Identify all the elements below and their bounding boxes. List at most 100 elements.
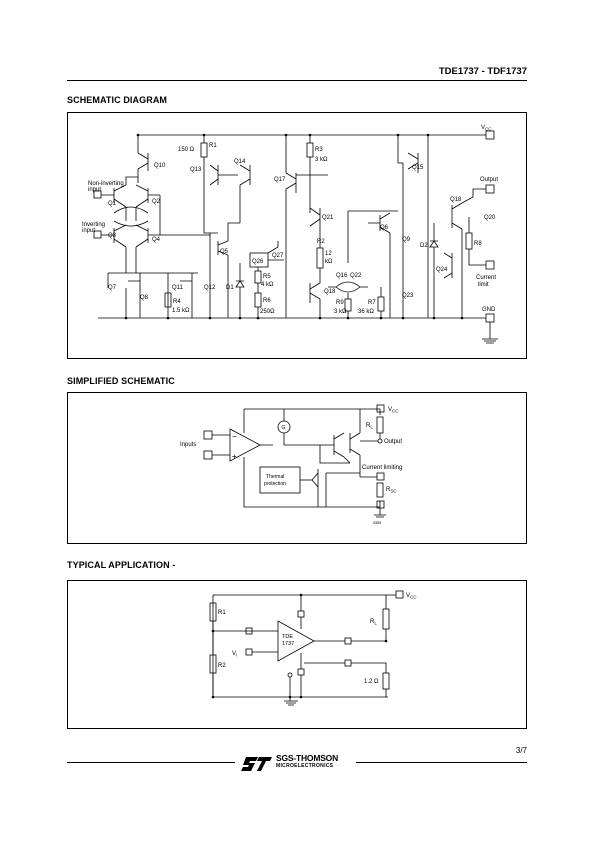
inverting-label-1: Inverting	[82, 222, 105, 228]
r3-resistor	[306, 142, 314, 158]
schematic-output-label: Output	[480, 177, 498, 183]
application-vcc-terminal	[395, 590, 404, 599]
r1-divider-label: R1	[218, 610, 226, 616]
q6-label: Q6	[380, 225, 389, 231]
junction-dots	[124, 133, 464, 320]
inverting-input-terminal	[93, 230, 102, 239]
q14-label: Q14	[234, 159, 246, 165]
r1-value: 150 Ω	[178, 147, 195, 153]
sense-resistor-value: 1.2 Ω	[364, 679, 379, 685]
input-link-lower	[113, 220, 149, 227]
d1-diode	[235, 263, 245, 318]
simplified-schematic-panel: Inputs − + G Thermal protection VCC RL O…	[67, 392, 527, 544]
current-limit-label-1: Current	[476, 275, 496, 281]
q10-label: Q10	[154, 163, 166, 169]
sgs-thomson-logo: SGS-THOMSON MICROELECTRONICS	[238, 752, 358, 776]
output-pin	[344, 637, 352, 645]
thermal-label-2: protection	[264, 481, 286, 487]
rl-resistor	[376, 416, 384, 434]
q7-q8-mirror	[107, 272, 168, 318]
q4-label: Q4	[152, 237, 161, 243]
logo-company-name: SGS-THOMSON	[276, 753, 339, 763]
q17-label: Q17	[274, 177, 286, 183]
rsc-label: RSC	[386, 487, 397, 494]
schematic-vcc-label: VCC	[481, 125, 492, 132]
divider-tap	[212, 621, 278, 697]
q1-transistor	[101, 176, 138, 221]
q9-label: Q9	[402, 237, 411, 243]
q18-transistor	[309, 228, 321, 318]
q24-transistor	[443, 252, 453, 279]
d2-label: D2	[420, 243, 428, 249]
st-logo-icon	[241, 757, 272, 771]
amplifier-leads	[212, 434, 273, 456]
q16-label: Q16	[336, 273, 348, 279]
q24-label: Q24	[436, 267, 448, 273]
r4-value: 1.5 kΩ	[172, 308, 190, 314]
vi-pin	[245, 648, 253, 656]
q21-label: Q21	[322, 215, 334, 221]
bias-line	[159, 195, 210, 236]
ic-label-2: 1737	[282, 641, 294, 647]
thermal-protection-box	[259, 466, 301, 494]
simplified-schematic-drawing: Inputs − + G Thermal protection VCC RL O…	[180, 404, 402, 525]
input-terminal-1	[203, 430, 213, 440]
current-limit-pin	[344, 659, 352, 667]
tde1737-ic	[277, 620, 315, 662]
r6-label: R6	[263, 298, 271, 304]
q1-label: Q1	[108, 201, 117, 207]
q2-transistor	[135, 184, 160, 221]
gnd-terminal	[485, 313, 495, 323]
simplified-gnd-terminal	[376, 500, 385, 509]
q15-label: Q15	[412, 165, 424, 171]
q4-transistor	[135, 224, 160, 273]
r2-label: R2	[317, 239, 325, 245]
q12-label: Q12	[204, 285, 216, 291]
r7-value: 36 kΩ	[358, 309, 374, 315]
rl-load-resistor	[382, 608, 390, 630]
rsc-resistor	[376, 482, 384, 498]
minus-sign: −	[232, 432, 237, 441]
q18-output-transistor	[451, 202, 463, 318]
q27-transistor	[267, 241, 284, 261]
output-node	[377, 438, 383, 444]
q6-transistor	[347, 210, 398, 263]
sense-resistor	[382, 672, 390, 690]
r6-value: 250Ω	[260, 309, 275, 315]
r8-leads	[468, 217, 486, 266]
q2-label: Q2	[152, 199, 161, 205]
ic-vcc-pin	[297, 610, 305, 618]
q15-transistor	[397, 135, 419, 173]
noninverting-label-1: Non-inverting	[88, 181, 124, 187]
q18b-label: Q18	[450, 197, 462, 203]
application-vcc-label: VCC	[406, 593, 417, 600]
document-header-title: TDE1737 - TDF1737	[438, 66, 527, 77]
r1-label: R1	[209, 143, 217, 149]
simplified-ground-symbol	[374, 514, 386, 518]
r7-r9-leads	[347, 287, 382, 318]
d1-label: D1	[226, 285, 234, 291]
r7-label: R7	[368, 300, 376, 306]
current-limiting-terminal	[376, 472, 385, 481]
input-terminal-2	[203, 450, 213, 460]
r6-resistor	[254, 292, 262, 308]
current-limit-line	[304, 662, 387, 673]
driver-transistor	[320, 432, 345, 458]
schematic-gnd-label: GND	[482, 307, 496, 313]
q17-transistor	[285, 135, 328, 318]
q26-label: Q26	[252, 259, 264, 265]
ground-symbol	[482, 322, 498, 344]
q8-label: Q8	[140, 295, 149, 301]
r2-resistor	[316, 247, 324, 269]
simplified-vcc-terminal	[376, 404, 385, 413]
r8-label: R8	[474, 241, 482, 247]
current-source-label: G	[282, 425, 286, 431]
ic-gnd-pin	[297, 668, 305, 676]
r2-value-2: kΩ	[325, 259, 333, 265]
r2-value-1: 12	[325, 251, 332, 257]
r3-value: 3 kΩ	[315, 157, 328, 163]
q10-transistor	[137, 135, 149, 183]
q22-label: Q22	[350, 273, 362, 279]
footer-rule-left	[67, 762, 235, 763]
vcc-terminal	[485, 130, 495, 140]
